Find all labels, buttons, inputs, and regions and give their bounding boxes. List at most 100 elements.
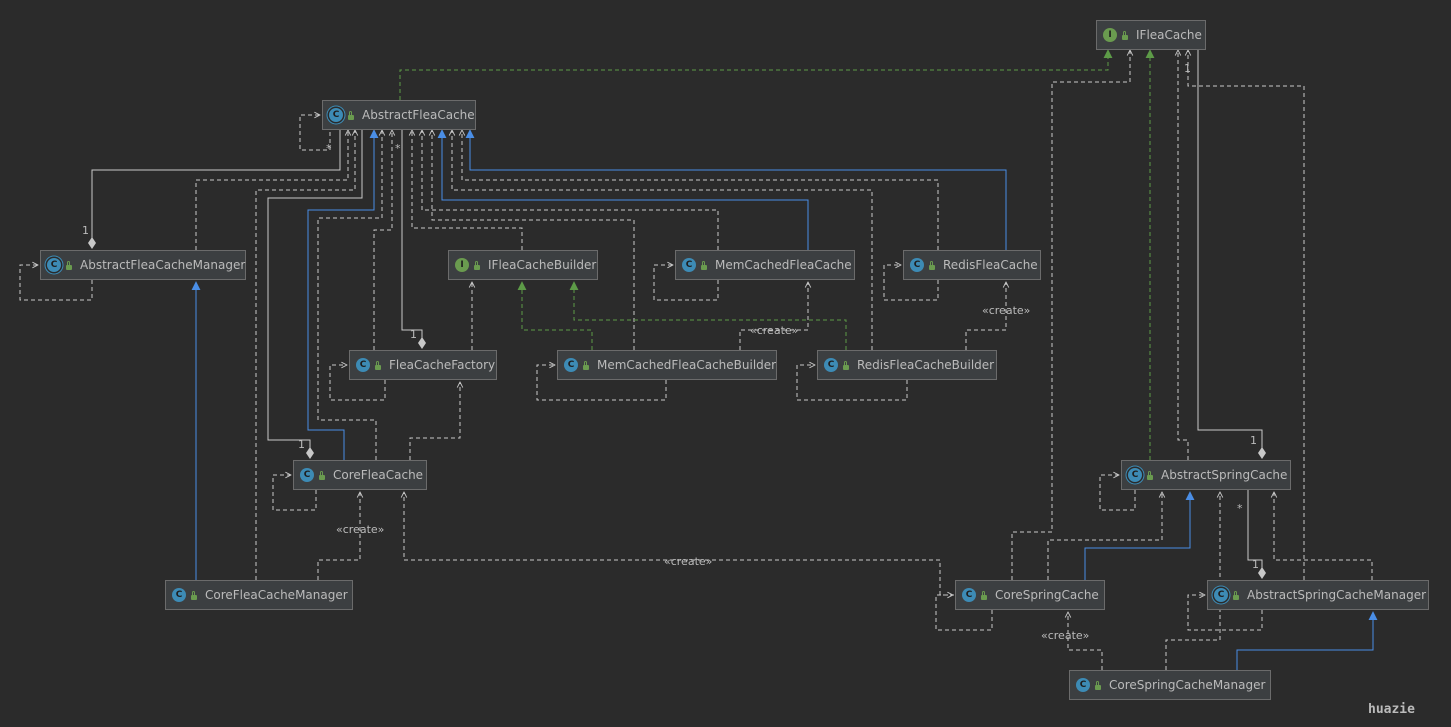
memb-dep-afc [432,130,635,350]
node-corespringcache[interactable]: C CoreSpringCache [955,580,1105,610]
fcf-dep-afc [373,130,392,350]
public-lock-icon [1233,590,1239,600]
ascm-has-asc [1247,490,1266,579]
self-loop-abstractfleacachemanager [19,265,93,301]
public-lock-icon [1122,30,1128,40]
public-lock-icon [375,360,381,370]
ascm-dep-asc [1274,492,1373,580]
redis-dep-afc [462,130,939,250]
node-redisfleacachebuilder[interactable]: C RedisFleaCacheBuilder [817,350,997,380]
public-lock-icon [843,360,849,370]
public-lock-icon [1095,680,1101,690]
cfc-dep-afc [317,130,382,460]
node-ifleacache[interactable]: I IFleaCache [1096,20,1206,50]
interface-icon: I [1103,28,1117,42]
create-label: «create» [750,324,799,337]
csc-create-cfc [404,492,954,596]
class-icon: C [910,258,924,272]
self-loop-redisfleacache [883,265,939,301]
cscm-create-csc [1068,612,1103,670]
class-icon: C [682,258,696,272]
node-name: AbstractSpringCacheManager [1247,588,1427,602]
node-name: IFleaCache [1136,28,1202,42]
multiplicity-label: * [326,142,332,155]
self-loop-fleacachefactory [329,365,386,401]
multiplicity-label: 1 [1252,558,1259,571]
create-label: «create» [1041,629,1090,642]
node-name: FleaCacheFactory [389,358,496,372]
afcm-has-afc [88,130,341,249]
node-abstractfleacachemanager[interactable]: C AbstractFleaCacheManager [40,250,246,280]
corefleacache-extends-afc [307,129,379,460]
redisb-create-redis [965,282,1006,350]
node-abstractspringcachemanager[interactable]: C AbstractSpringCacheManager [1207,580,1429,610]
node-abstractfleacache[interactable]: C AbstractFleaCache [322,100,476,130]
node-name: IFleaCacheBuilder [488,258,597,272]
redis-extends-afc [465,129,1007,250]
node-memcachedfleacachebuilder[interactable]: C MemCachedFleaCacheBuilder [557,350,777,380]
corespringcachemanager-extends-ascm [1236,611,1378,670]
asc-dep-ifleacache [1178,50,1189,460]
csc-dep-asc [1047,492,1162,580]
class-icon: C [824,358,838,372]
public-lock-icon [66,260,72,270]
node-redisfleacache[interactable]: C RedisFleaCache [903,250,1041,280]
cfc-has-afc [267,130,363,459]
create-label: «create» [664,555,713,568]
corespringcache-extends-asc [1084,491,1195,580]
self-loop-memcachedfleacachebuilder [536,365,667,401]
multiplicity-label: 1 [298,438,305,451]
self-loop-memcachedfleacache [653,265,719,301]
class-icon: C [356,358,370,372]
multiplicity-label: 1 [410,328,417,341]
public-lock-icon [191,590,197,600]
node-name: RedisFleaCache [943,258,1038,272]
public-lock-icon [1147,470,1153,480]
create-label: «create» [982,304,1031,317]
class-icon: C [172,588,186,602]
node-name: CoreSpringCache [995,588,1099,602]
node-ifleacachebuilder[interactable]: I IFleaCacheBuilder [448,250,598,280]
node-name: AbstractSpringCache [1161,468,1288,482]
self-loop-abstractspringcachemanager [1187,595,1263,631]
node-name: AbstractFleaCacheManager [80,258,246,272]
abstract-class-icon: C [1214,588,1228,602]
public-lock-icon [348,110,354,120]
afc-implements-ifleacache [399,49,1113,100]
public-lock-icon [319,470,325,480]
abstract-class-icon: C [329,108,343,122]
node-memcachedfleacache[interactable]: C MemCachedFleaCache [675,250,855,280]
memcached-extends-afc [437,129,809,250]
self-loop-corefleacache [272,475,317,511]
public-lock-icon [929,260,935,270]
node-name: MemCachedFleaCacheBuilder [597,358,777,372]
node-corespringcachemanager[interactable]: C CoreSpringCacheManager [1069,670,1271,700]
cfcm-create-cfc [317,492,360,580]
multiplicity-label: 1 [1250,434,1257,447]
abstract-class-icon: C [1128,468,1142,482]
multiplicity-label: * [1237,502,1243,515]
cfcm-dep-afc [255,130,355,580]
node-name: AbstractFleaCache [362,108,475,122]
ifcb-dep-afc [412,130,523,250]
public-lock-icon [474,260,480,270]
class-icon: C [300,468,314,482]
redisb-implements-ifcb [569,281,847,350]
multiplicity-label: * [395,142,401,155]
class-icon: C [962,588,976,602]
ascm-dep-ifleacache [1188,50,1305,580]
node-corefleacache[interactable]: C CoreFleaCache [293,460,427,490]
class-icon: C [1076,678,1090,692]
node-name: RedisFleaCacheBuilder [857,358,995,372]
public-lock-icon [981,590,987,600]
watermark: huazie [1368,702,1415,717]
node-corefleacachemanager[interactable]: C CoreFleaCacheManager [165,580,353,610]
abstract-class-icon: C [47,258,61,272]
multiplicity-label: 1 [82,224,89,237]
node-abstractspringcache[interactable]: C AbstractSpringCache [1121,460,1291,490]
memb-implements-ifcb [517,281,593,350]
node-name: CoreFleaCacheManager [205,588,348,602]
node-name: CoreFleaCache [333,468,424,482]
node-fleacachefactory[interactable]: C FleaCacheFactory [349,350,497,380]
